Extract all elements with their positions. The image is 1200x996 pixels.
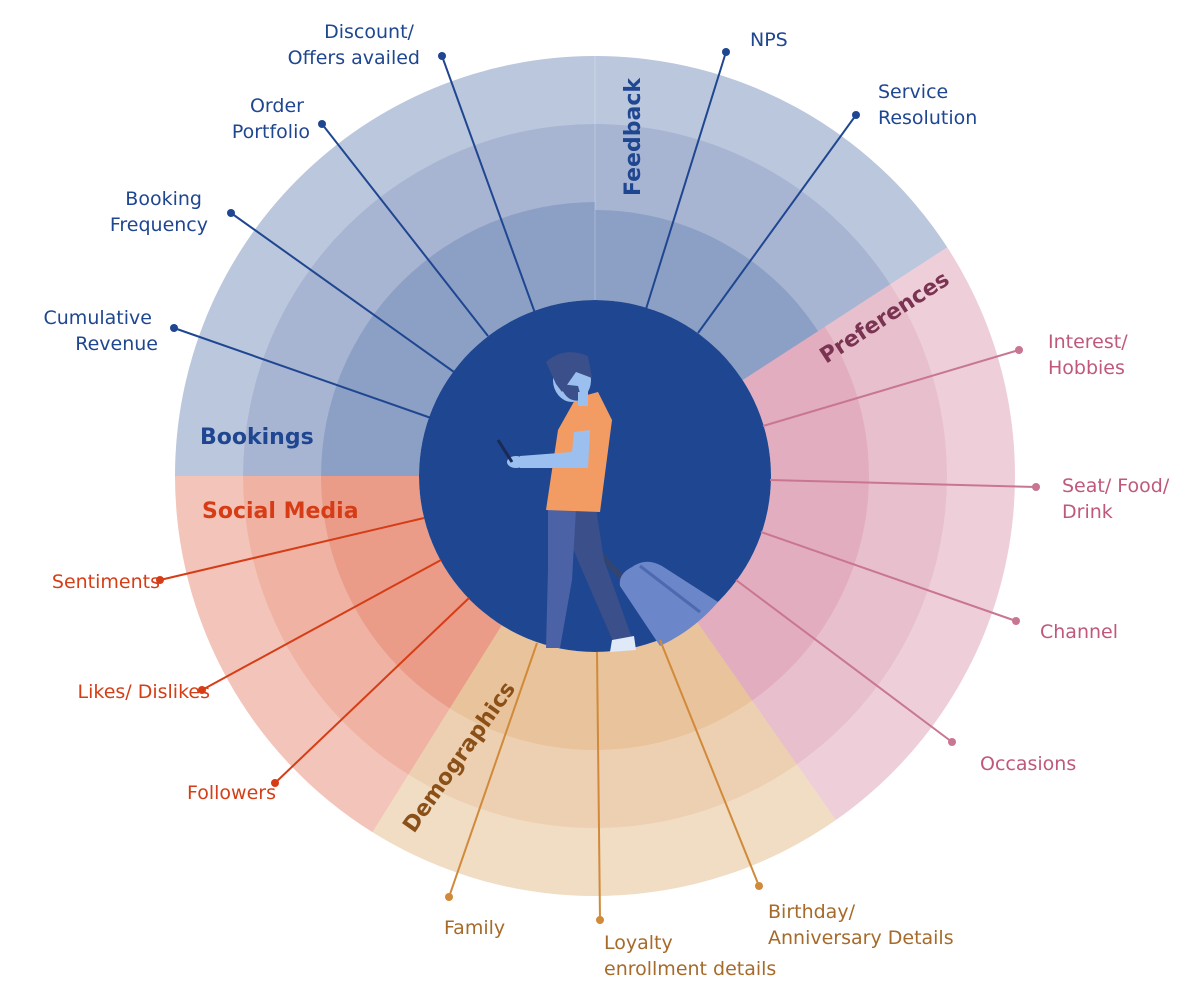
label-loyalty: Loyalty enrollment details [604, 932, 776, 980]
ring-feedback-band-2 [595, 124, 891, 332]
ring-social-layer-2 [321, 476, 502, 709]
leader-line-nps [645, 51, 727, 310]
leader-line-order [321, 123, 489, 337]
label-likes: Likes/ Dislikes [78, 681, 211, 703]
leader-line-interest [762, 349, 1020, 427]
ring-preferences-band-1 [796, 247, 1016, 821]
leader-dot-seat [1032, 483, 1040, 491]
leader-dot-cumulative [170, 324, 178, 332]
leader-dot-order [318, 120, 326, 128]
label-interest: Interest/ Hobbies [1048, 331, 1134, 379]
leader-dot-nps [722, 48, 730, 56]
label-booking-frequency: Booking Frequency [110, 188, 208, 236]
leader-dot-followers [271, 779, 279, 787]
ring-social-band-1 [175, 476, 409, 833]
ring-segments [175, 56, 1016, 896]
ring-demographics-band-2 [408, 700, 797, 828]
ring-bookings-layer-1 [243, 124, 595, 476]
leader-dot-channel [1012, 617, 1020, 625]
leader-line-likes [201, 559, 442, 691]
leader-dot-booking-frequency [227, 209, 235, 217]
ring-feedback-layer-1 [595, 124, 891, 381]
leader-dot-sentiments [156, 576, 164, 584]
leader-line-followers [274, 597, 470, 784]
segment-title-bookings: Bookings [200, 425, 314, 450]
label-discount: Discount/ Offers availed [288, 21, 420, 69]
ring-demographics-layer-2 [449, 620, 753, 750]
traveler-illustration [496, 352, 718, 652]
ring-demographics-band-3 [449, 620, 753, 750]
leader-dot-service [852, 111, 860, 119]
ring-feedback-band-3 [595, 210, 819, 381]
label-nps: NPS [750, 29, 788, 51]
ring-preferences-layer-1 [695, 284, 947, 765]
ring-social-band-2 [243, 476, 450, 775]
leader-line-discount [441, 55, 536, 314]
leader-line-booking-frequency [230, 212, 455, 373]
ring-bookings-band-1 [175, 56, 595, 476]
ring-bookings-band-2 [243, 124, 595, 476]
leader-line-loyalty [596, 651, 601, 921]
ring-social-band-3 [321, 476, 502, 709]
leader-line-sentiments [159, 517, 425, 581]
label-channel: Channel [1040, 621, 1118, 643]
leader-dot-likes [198, 686, 206, 694]
label-cumulative: Cumulative Revenue [44, 307, 159, 355]
segment-title-social-media: Social Media [202, 499, 359, 524]
ring-feedback-band-1 [595, 56, 948, 285]
label-family: Family [444, 917, 505, 939]
label-service: Service Resolution [878, 81, 977, 129]
label-sentiments: Sentiments [52, 571, 160, 593]
leader-dot-birthday [755, 882, 763, 890]
ring-bookings-layer-2 [321, 202, 595, 476]
leader-dot-loyalty [596, 916, 604, 924]
leader-line-occasions [735, 579, 953, 743]
ring-preferences-band-2 [752, 284, 947, 765]
ring-demographics-band-1 [372, 764, 836, 896]
leader-line-channel [760, 531, 1017, 622]
label-order: Order Portfolio [232, 95, 310, 143]
label-seat: Seat/ Food/ Drink [1062, 475, 1175, 523]
leader-dot-interest [1015, 346, 1023, 354]
leader-line-cumulative [173, 327, 432, 419]
ring-bookings-band-3 [321, 202, 595, 476]
leader-line-seat [769, 479, 1037, 488]
leader-dot-discount [438, 52, 446, 60]
leader-line-service [697, 114, 857, 334]
leader-lines [156, 48, 1040, 924]
leader-dot-occasions [948, 738, 956, 746]
label-birthday: Birthday/ Anniversary Details [768, 901, 954, 949]
label-followers: Followers [187, 782, 276, 804]
leader-line-family [448, 642, 538, 898]
ring-preferences-band-3 [695, 326, 869, 701]
segment-title-feedback: Feedback [621, 77, 646, 196]
ring-social-layer-1 [243, 476, 502, 775]
leader-line-birthday [659, 639, 760, 887]
ring-preferences-layer-2 [695, 326, 869, 701]
ring-feedback-layer-2 [595, 210, 819, 381]
label-occasions: Occasions [980, 753, 1076, 775]
ring-demographics-layer-1 [408, 620, 797, 828]
leader-dot-family [445, 893, 453, 901]
